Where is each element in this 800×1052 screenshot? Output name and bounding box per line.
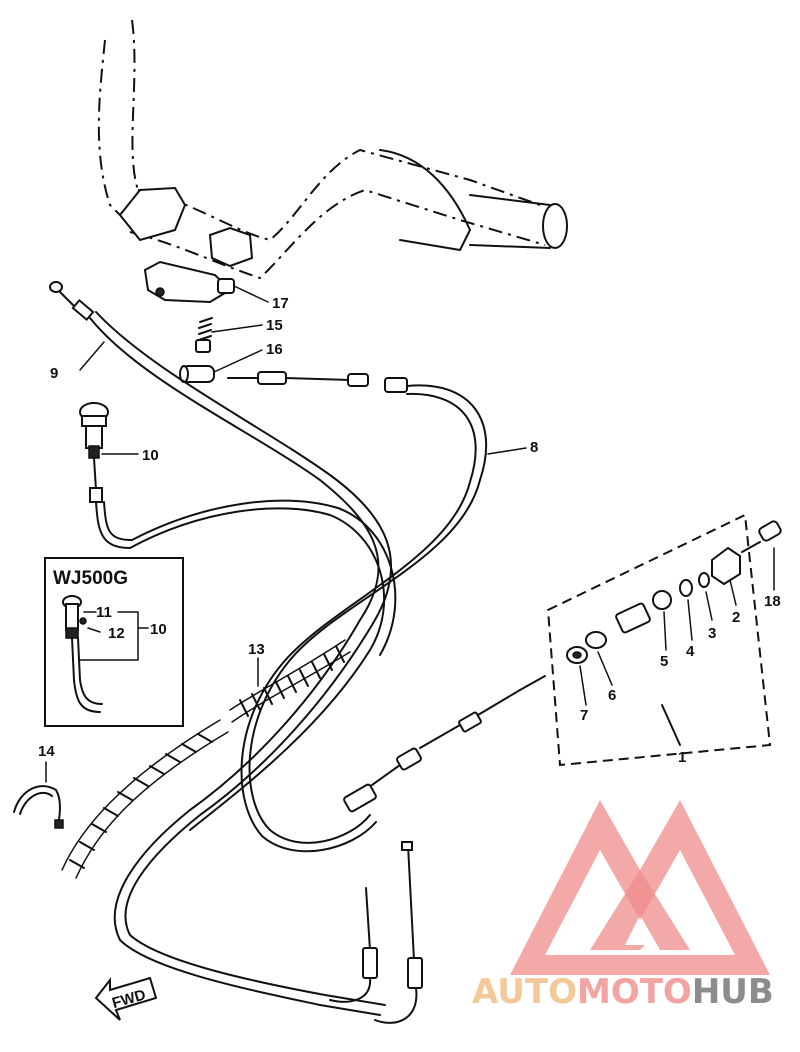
watermark-moto: MOTO xyxy=(577,972,692,1012)
inset-label-12: 12 xyxy=(108,625,125,642)
callout-1: 1 xyxy=(678,749,686,766)
callout-14: 14 xyxy=(38,743,55,760)
spiral-wrap-13 xyxy=(61,639,351,879)
watermark: AUTOMOTOHUB xyxy=(472,800,774,1012)
handlebar-outline xyxy=(97,19,568,304)
callout-2: 2 xyxy=(732,609,740,626)
clamp-14 xyxy=(13,785,64,829)
fitting-17 xyxy=(217,278,235,294)
choke-10 xyxy=(79,402,397,831)
fwd-arrow: FWD xyxy=(94,976,158,1021)
inset-label-10: 10 xyxy=(150,621,167,638)
cable-8 xyxy=(227,371,488,853)
adjuster-16 xyxy=(179,365,215,383)
watermark-hub: HUB xyxy=(692,972,774,1012)
callout-18: 18 xyxy=(764,593,781,610)
watermark-auto: AUTO xyxy=(472,972,577,1012)
cable-ends xyxy=(329,841,423,1024)
callout-labels: 17 15 16 9 10 8 18 2 3 4 5 6 7 1 13 14 xyxy=(38,295,781,766)
callout-8: 8 xyxy=(530,439,538,456)
inset-label-11: 11 xyxy=(96,604,112,621)
callout-5: 5 xyxy=(660,653,668,670)
throttle-cable-lower xyxy=(343,675,546,813)
callout-6: 6 xyxy=(608,687,616,704)
callout-16: 16 xyxy=(266,341,283,358)
adjuster-assembly-1 xyxy=(546,513,782,767)
callout-9: 9 xyxy=(50,365,58,382)
callout-15: 15 xyxy=(266,317,283,334)
inset-wj500g: WJ500G 11 12 10 xyxy=(44,557,184,727)
leader-lines xyxy=(45,285,775,783)
inset-title: WJ500G xyxy=(53,568,128,589)
svg-text:AUTOMOTOHUB: AUTOMOTOHUB xyxy=(472,972,774,1012)
callout-13: 13 xyxy=(248,641,265,658)
callout-7: 7 xyxy=(580,707,588,724)
callout-10: 10 xyxy=(142,447,159,464)
cable-9 xyxy=(49,281,393,1016)
callout-17: 17 xyxy=(272,295,289,312)
callout-3: 3 xyxy=(708,625,716,642)
callout-4: 4 xyxy=(686,643,695,660)
spring-15 xyxy=(195,317,213,353)
